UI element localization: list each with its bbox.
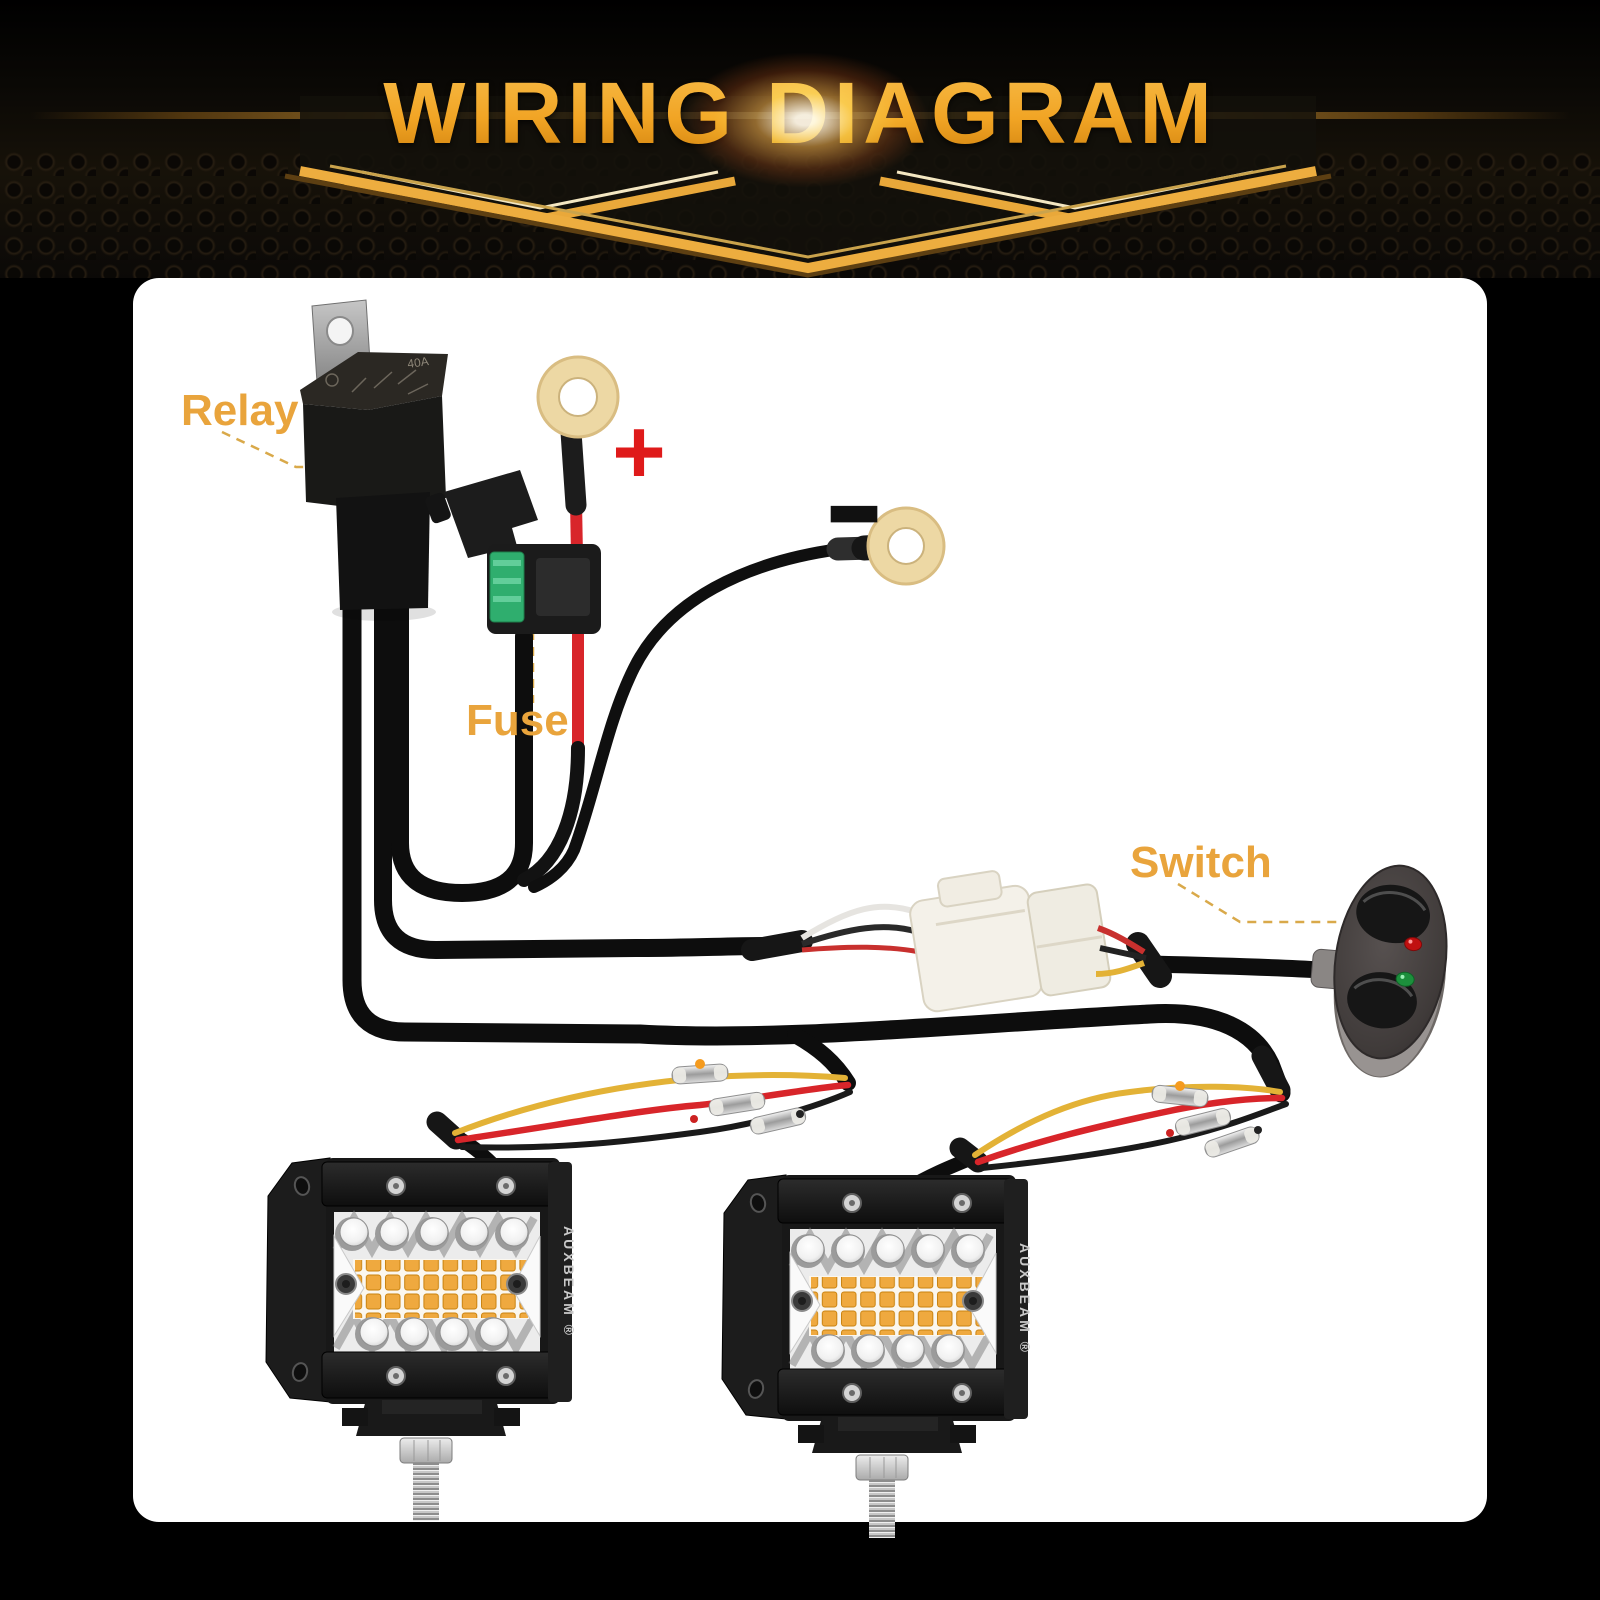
bullet-wires-left: [452, 1059, 853, 1151]
relay-base: [336, 492, 430, 610]
left-red-wire: [454, 1081, 852, 1144]
relay-top-face: [300, 352, 448, 410]
right-red-wire: [974, 1094, 1286, 1166]
page-title: WIRING DIAGRAM: [0, 64, 1600, 164]
pod-top-bar: [321, 1161, 557, 1207]
led-pod-right: [722, 1175, 1033, 1538]
switch-label: Switch: [1130, 838, 1272, 887]
pod-side-strip: [548, 1162, 572, 1402]
negative-ring-terminal: [826, 506, 946, 586]
connector-body-right: [1026, 883, 1112, 997]
fuse-label: Fuse: [466, 696, 569, 745]
right-black-wire: [979, 1101, 1289, 1171]
switch-led-green: [1395, 971, 1415, 987]
fuse-illustration: [425, 470, 601, 634]
right-branch-sheath: [1251, 1045, 1291, 1101]
fuse-cap-hinge: [425, 492, 451, 524]
left-black-wire: [459, 1089, 853, 1151]
switch-cable: [1141, 955, 1329, 979]
left-yellow-wire: [452, 1072, 848, 1136]
positive-ring-sleeve: [560, 421, 587, 516]
relay-marking-text: 40A: [406, 354, 429, 371]
left-red-bullet-connector: [707, 1090, 767, 1118]
relay-top-markings: [325, 369, 429, 395]
right-yellow-wire: [972, 1083, 1283, 1158]
fuse-green-blade: [489, 551, 525, 623]
connector-sheath: [741, 930, 813, 961]
main-cable-middle: [374, 591, 777, 960]
quick-connector: [800, 870, 1147, 1013]
left-pod-cable-sheath: [426, 1111, 467, 1150]
bullet-wires-right: [972, 1081, 1289, 1171]
connector-body-left: [909, 884, 1044, 1013]
relay-leader-line: [221, 430, 362, 469]
main-cable-bottom: [342, 590, 1291, 1103]
switch-leader-line: [1177, 882, 1362, 924]
red-wire-sheath: [517, 741, 585, 887]
rocker-switch: [1310, 864, 1448, 1078]
negative-sign: −: [827, 429, 881, 596]
positive-ring-terminal: [536, 355, 620, 516]
u-loop-cable: [391, 591, 533, 903]
pod-brand-text: AUXBEAM ®: [561, 1226, 577, 1338]
fuse-cap: [444, 470, 538, 558]
negative-ring-wire: [528, 543, 846, 893]
pod-bottom-bar: [321, 1351, 557, 1399]
pod-bolt-nut: [399, 1437, 453, 1464]
connector-latch: [936, 870, 1003, 908]
led-pod-left: AUXBEAM ®: [265, 1157, 577, 1521]
relay-label: Relay: [181, 386, 299, 435]
pod-white-leds-bottom: [355, 1317, 509, 1351]
relay-front-face: [303, 396, 446, 510]
right-pod-cable-sheath: [949, 1137, 989, 1173]
relay-bracket-hole: [326, 316, 354, 346]
fuse-holder-window: [536, 558, 590, 616]
pod-amber-leds: [355, 1260, 528, 1318]
positive-sign: +: [612, 401, 666, 503]
pod-white-leds-top: [335, 1217, 529, 1251]
relay-illustration: 40A: [300, 299, 448, 621]
